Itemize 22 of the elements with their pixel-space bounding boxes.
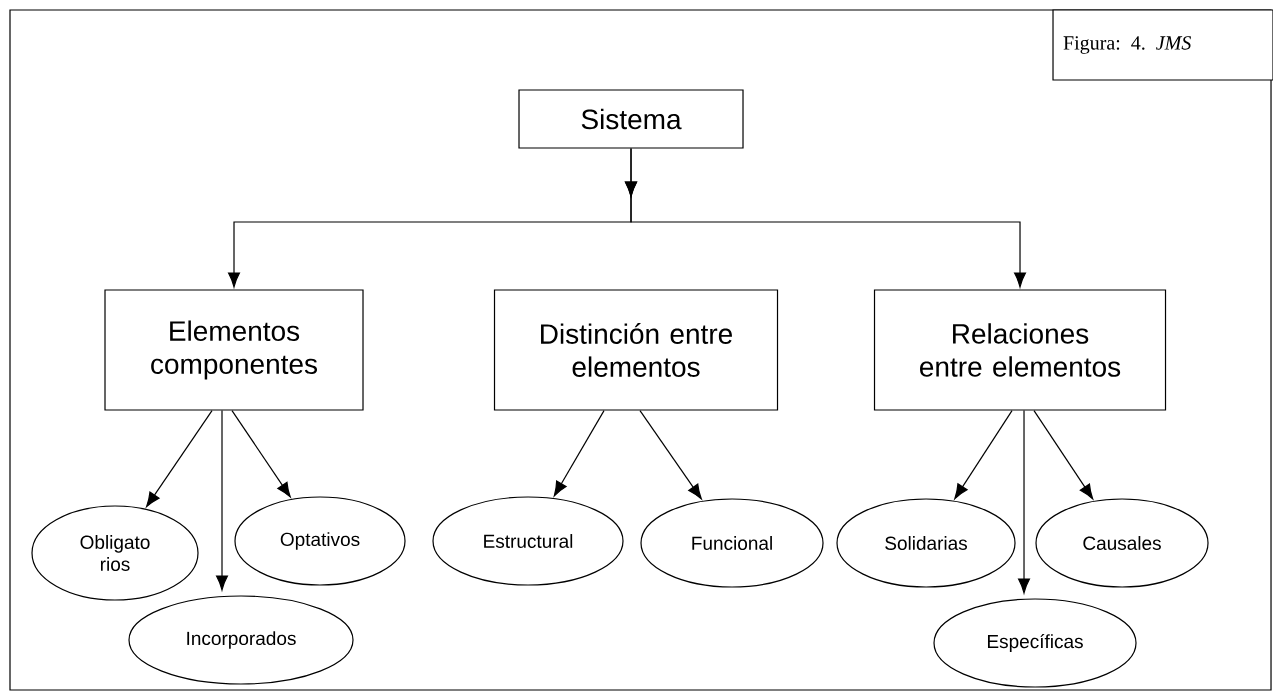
- ellipse-node: Específicas: [933, 598, 1137, 688]
- ellipse-node: Obligato rios: [31, 505, 199, 601]
- arrow: [1033, 410, 1094, 500]
- arrow: [553, 410, 605, 497]
- arrow: [624, 148, 1027, 288]
- process-box: Distinción entre elementos: [493, 289, 779, 411]
- arrow: [146, 410, 213, 508]
- ellipse-node: Estructural: [432, 496, 624, 586]
- arrow: [231, 410, 291, 498]
- ellipse-node: Optativos: [234, 496, 406, 586]
- arrow: [954, 410, 1013, 500]
- ellipse-node: Funcional: [640, 498, 824, 588]
- ellipse-node: Incorporados: [128, 595, 354, 685]
- process-box: Sistema: [518, 89, 744, 149]
- ellipse-node: Solidarias: [836, 498, 1016, 588]
- process-box: Relaciones entre elementos: [873, 289, 1167, 411]
- arrow: [1017, 410, 1031, 594]
- arrow: [215, 410, 229, 591]
- figure-label-box: Figura: 4. JMS: [1052, 9, 1273, 81]
- ellipse-node: Causales: [1035, 498, 1209, 588]
- arrow: [639, 410, 702, 500]
- process-box: Elementos componentes: [104, 289, 364, 411]
